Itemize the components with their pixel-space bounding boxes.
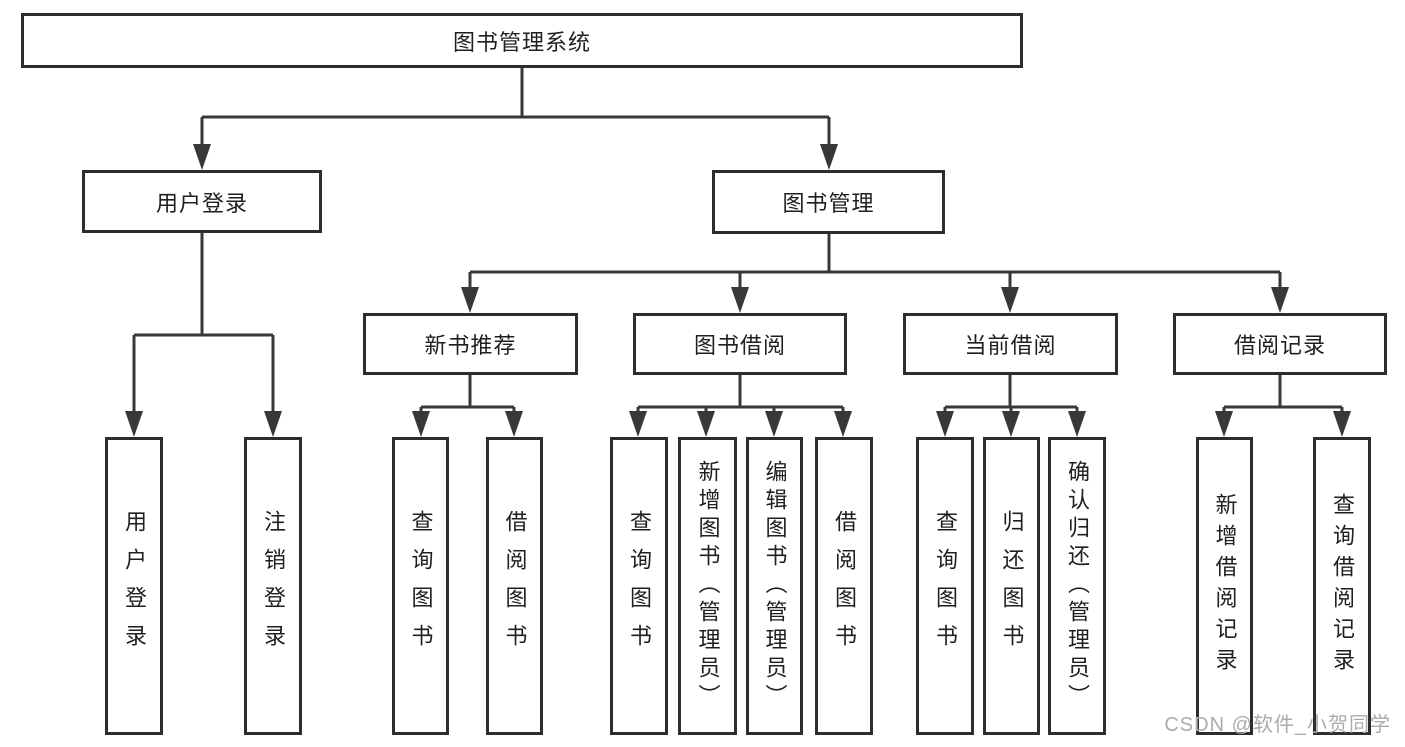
node-borrowing-records: 借阅记录 [1173,313,1387,375]
node-new-book-recommendation: 新书推荐 [363,313,578,375]
leaf-query-books-recommend: 查询图书 [392,437,449,735]
leaf-user-login: 用户登录 [105,437,163,735]
leaf-edit-books-admin: 编辑图书（管理员） [746,437,803,735]
leaf-query-books-current: 查询图书 [916,437,974,735]
leaf-logout: 注销登录 [244,437,302,735]
leaf-add-borrow-record: 新增借阅记录 [1196,437,1253,735]
node-library-management-system: 图书管理系统 [21,13,1023,68]
csdn-watermark: CSDN @软件_小贺同学 [1164,714,1391,736]
leaf-confirm-return-admin: 确认归还（管理员） [1048,437,1106,735]
node-book-borrowing: 图书借阅 [633,313,847,375]
leaf-borrow-books: 借阅图书 [815,437,873,735]
leaf-query-borrow-record: 查询借阅记录 [1313,437,1371,735]
node-user-login-group: 用户登录 [82,170,322,233]
leaf-query-books-borrow: 查询图书 [610,437,668,735]
node-book-management: 图书管理 [712,170,945,234]
leaf-borrow-books-recommend: 借阅图书 [486,437,543,735]
leaf-return-books: 归还图书 [983,437,1040,735]
leaf-add-books-admin: 新增图书（管理员） [678,437,737,735]
node-current-borrowing: 当前借阅 [903,313,1118,375]
